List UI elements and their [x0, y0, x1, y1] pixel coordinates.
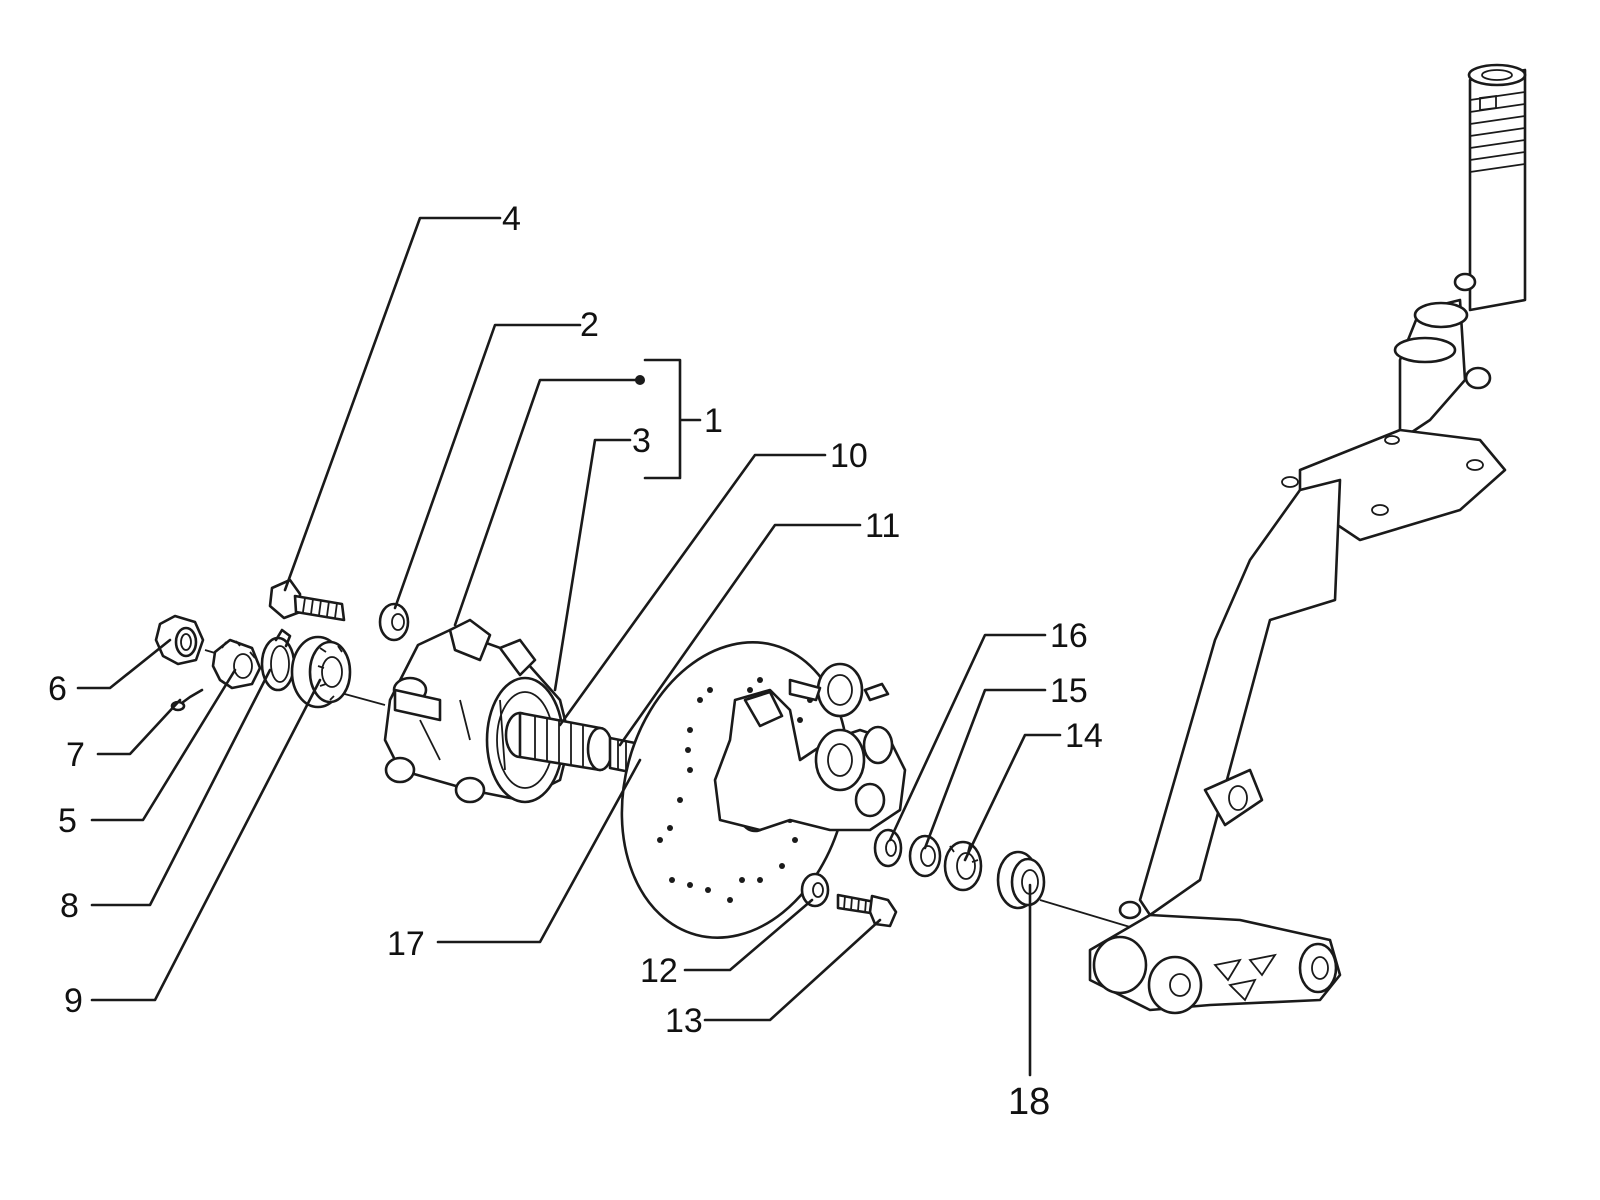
- leader-8: [90, 668, 272, 907]
- label-2: 2: [580, 306, 599, 344]
- part-4-bolt: [268, 578, 346, 622]
- part-8-circlip: [260, 628, 296, 692]
- leader-2: [393, 323, 582, 610]
- part-9-bearing: [290, 635, 352, 709]
- label-17: 17: [387, 925, 425, 963]
- leader-4: [283, 216, 502, 592]
- label-1: 1: [704, 402, 723, 440]
- part-6-nut: [154, 614, 205, 666]
- leader-6: [76, 638, 172, 690]
- label-11: 11: [865, 507, 900, 545]
- label-7: 7: [66, 736, 85, 774]
- leader-9: [90, 678, 322, 1002]
- label-8: 8: [60, 887, 79, 925]
- label-12: 12: [640, 952, 678, 990]
- leader-17: [436, 758, 642, 944]
- callout-labels: 1 2 3 4 5 6 7 8 9 10 11 12 13 14 15 16 1…: [48, 200, 1103, 1123]
- part-12-washer: [800, 872, 830, 908]
- leader-lines: [76, 216, 1062, 1077]
- part-7-split-pin: [170, 688, 204, 712]
- part-13-bolt: [836, 893, 898, 928]
- leader-5: [90, 668, 237, 822]
- label-5: 5: [58, 802, 77, 840]
- part-5-castle-nut: [211, 638, 262, 690]
- leader-1: [453, 378, 637, 627]
- leader-13: [703, 918, 882, 1022]
- label-13: 13: [665, 1002, 703, 1040]
- label-4: 4: [502, 200, 521, 238]
- part-10-splined-shaft: [504, 711, 614, 772]
- part-18-bearing: [996, 850, 1046, 910]
- label-15: 15: [1050, 672, 1088, 710]
- label-10: 10: [830, 437, 868, 475]
- label-9: 9: [64, 982, 83, 1020]
- leader-12: [683, 898, 814, 972]
- part-15-spacer: [908, 834, 942, 878]
- part-16-seal: [873, 828, 903, 868]
- label-18: 18: [1008, 1081, 1050, 1123]
- part-2-washer: [378, 602, 410, 642]
- steering-fork: [1088, 63, 1527, 1015]
- label-14: 14: [1065, 717, 1103, 755]
- leader-15: [923, 688, 1047, 850]
- label-6: 6: [48, 670, 67, 708]
- leader-1-dot: [635, 375, 645, 385]
- leader-16: [888, 633, 1047, 842]
- leader-14: [963, 733, 1062, 862]
- label-16: 16: [1050, 617, 1088, 655]
- leader-11: [618, 523, 862, 747]
- brake-caliper: [713, 662, 907, 832]
- leader-3: [553, 438, 632, 692]
- leader-1-bracket: [643, 358, 702, 480]
- part-14-ring-nut: [943, 840, 983, 892]
- leader-10: [558, 453, 827, 727]
- leader-7: [96, 698, 182, 756]
- label-3: 3: [632, 422, 651, 460]
- part-1-wheel-hub: [383, 618, 572, 804]
